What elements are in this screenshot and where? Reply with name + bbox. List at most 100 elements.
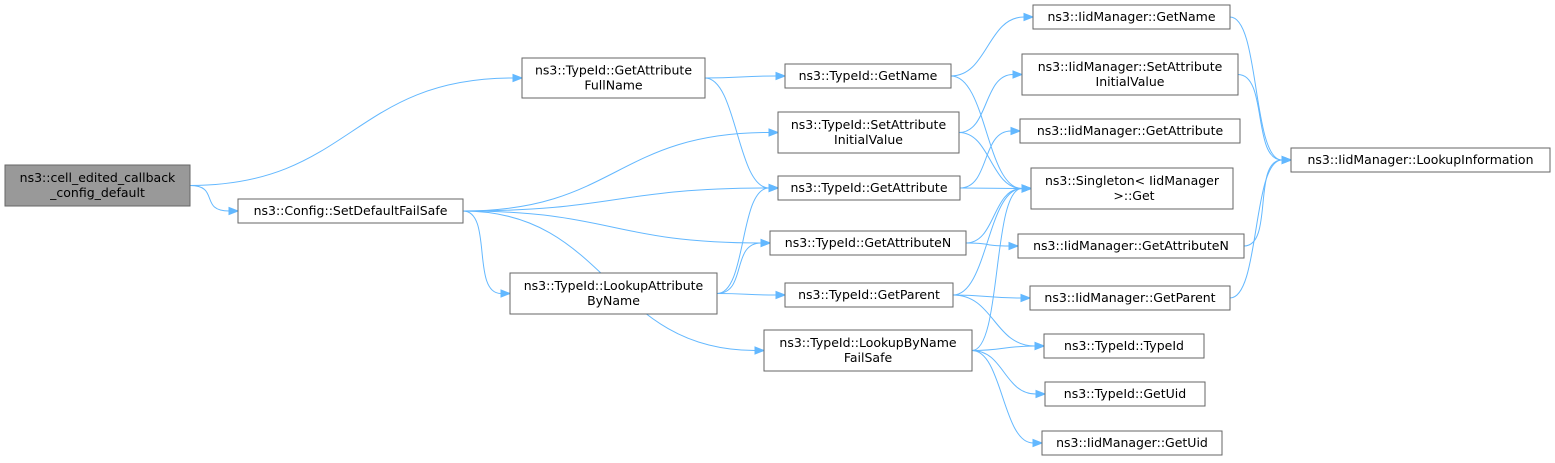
node-box-getname[interactable] <box>784 63 952 89</box>
arrowhead-lookupattr-to-getattrn <box>760 238 772 248</box>
node-box-iid_getattrn[interactable] <box>1017 233 1245 259</box>
edge-iid_getname-to-iid_lookupinfo <box>1229 16 1283 161</box>
edge-lookupbyname-to-getuid <box>971 350 1037 395</box>
node-setdefault[interactable]: ns3::Config::SetDefaultFailSafe <box>237 198 464 224</box>
node-box-getattrn[interactable] <box>769 230 967 256</box>
node-label-iid_getattr: ns3::IidManager::GetAttribute <box>1037 123 1224 138</box>
nodes-layer: ns3::cell_edited_callback_config_default… <box>4 4 1551 456</box>
arrowhead-getattr-to-iid_getattr <box>1010 126 1022 136</box>
edge-getattr-to-singleton_get <box>959 187 1023 189</box>
arrowhead-getname-to-iid_getname <box>1023 12 1035 22</box>
node-box-getparent[interactable] <box>784 282 954 308</box>
node-box-iid_lookupinfo[interactable] <box>1290 147 1551 173</box>
node-label-getattrfull: FullName <box>584 78 643 93</box>
node-box-root[interactable] <box>4 164 191 207</box>
node-box-getattrfull[interactable] <box>521 57 706 99</box>
node-iid_getattr[interactable]: ns3::IidManager::GetAttribute <box>1019 118 1241 144</box>
node-label-getattrn: ns3::TypeId::GetAttributeN <box>785 235 951 250</box>
node-label-lookupbyname: FailSafe <box>844 350 893 365</box>
arrowhead-setdefault-to-lookupbyname <box>754 346 766 355</box>
edge-getattr-to-iid_getattr <box>959 130 1012 189</box>
node-iid_setattrinit[interactable]: ns3::IidManager::SetAttributeInitialValu… <box>1021 53 1239 96</box>
node-getparent[interactable]: ns3::TypeId::GetParent <box>784 282 954 308</box>
node-label-setattrinit: InitialValue <box>834 132 903 147</box>
node-box-setdefault[interactable] <box>237 198 464 224</box>
edges-layer <box>189 12 1293 448</box>
node-getattrn[interactable]: ns3::TypeId::GetAttributeN <box>769 230 967 256</box>
node-label-root: ns3::cell_edited_callback <box>20 170 176 185</box>
node-getattr[interactable]: ns3::TypeId::GetAttribute <box>777 175 961 201</box>
edge-lookupbyname-to-typeid_ctor <box>971 345 1036 351</box>
arrowhead-setdefault-to-setattrinit <box>768 128 780 137</box>
edge-setdefault-to-lookupattr <box>462 210 502 294</box>
edge-root-to-getattrfull <box>189 77 514 186</box>
arrowhead-lookupbyname-to-iid_getuid <box>1032 438 1044 448</box>
node-box-lookupbyname[interactable] <box>763 329 973 372</box>
node-label-iid_getattrn: ns3::IidManager::GetAttributeN <box>1033 238 1229 253</box>
node-box-getuid[interactable] <box>1044 381 1206 407</box>
edge-lookupattr-to-getattr <box>716 187 770 294</box>
node-box-getattr[interactable] <box>777 175 961 201</box>
node-label-setdefault: ns3::Config::SetDefaultFailSafe <box>254 203 448 218</box>
arrowhead-getparent-to-iid_getparent <box>1020 293 1032 303</box>
node-label-setattrinit: ns3::TypeId::SetAttribute <box>791 117 947 132</box>
edge-lookupbyname-to-singleton_get <box>971 188 1023 351</box>
node-iid_getattrn[interactable]: ns3::IidManager::GetAttributeN <box>1017 233 1245 259</box>
node-root[interactable]: ns3::cell_edited_callback_config_default <box>4 164 191 207</box>
node-label-iid_lookupinfo: ns3::IidManager::LookupInformation <box>1307 152 1533 167</box>
edge-getattrn-to-singleton_get <box>965 188 1023 244</box>
node-box-typeid_ctor[interactable] <box>1043 333 1205 359</box>
arrowhead-lookupattr-to-getparent <box>775 290 787 300</box>
node-singleton_get[interactable]: ns3::Singleton< IidManager >::Get <box>1030 167 1234 210</box>
node-label-lookupattr: ByName <box>587 293 640 308</box>
node-box-iid_getname[interactable] <box>1032 4 1231 30</box>
node-iid_lookupinfo[interactable]: ns3::IidManager::LookupInformation <box>1290 147 1551 173</box>
node-iid_getparent[interactable]: ns3::IidManager::GetParent <box>1029 285 1231 311</box>
edge-getname-to-singleton_get <box>950 75 1023 189</box>
arrowhead-getattrfull-to-getname <box>775 71 787 81</box>
node-box-lookupattr[interactable] <box>509 272 718 315</box>
node-iid_getname[interactable]: ns3::IidManager::GetName <box>1032 4 1231 30</box>
node-getuid[interactable]: ns3::TypeId::GetUid <box>1044 381 1206 407</box>
node-box-iid_getattr[interactable] <box>1019 118 1241 144</box>
node-box-iid_getuid[interactable] <box>1041 430 1223 456</box>
node-label-root: _config_default <box>49 185 145 200</box>
arrowhead-lookupbyname-to-singleton_get <box>1021 184 1033 193</box>
node-label-typeid_ctor: ns3::TypeId::TypeId <box>1064 338 1184 353</box>
node-box-iid_setattrinit[interactable] <box>1021 53 1239 96</box>
node-label-getname: ns3::TypeId::GetName <box>799 68 938 83</box>
edge-getattrfull-to-getname <box>704 75 777 79</box>
edge-setattrinit-to-singleton_get <box>958 132 1023 189</box>
node-label-iid_getuid: ns3::IidManager::GetUid <box>1056 435 1208 450</box>
arrowhead-iid_getparent-to-iid_lookupinfo <box>1281 155 1293 165</box>
node-label-iid_getparent: ns3::IidManager::GetParent <box>1044 290 1215 305</box>
edge-setdefault-to-getattrn <box>462 210 762 244</box>
edge-getparent-to-typeid_ctor <box>952 294 1036 347</box>
node-box-iid_getparent[interactable] <box>1029 285 1231 311</box>
edge-lookupattr-to-getparent <box>716 293 777 296</box>
edge-root-to-setdefault <box>189 185 230 212</box>
node-label-singleton_get: >::Get <box>1109 188 1154 203</box>
node-label-lookupattr: ns3::TypeId::LookupAttribute <box>524 278 704 293</box>
node-box-singleton_get[interactable] <box>1030 167 1234 210</box>
node-getname[interactable]: ns3::TypeId::GetName <box>784 63 952 89</box>
edge-setdefault-to-setattrinit <box>462 132 770 212</box>
edge-getattrfull-to-getattr <box>704 77 770 189</box>
edge-iid_setattrinit-to-iid_lookupinfo <box>1237 74 1283 161</box>
edge-iid_getparent-to-iid_lookupinfo <box>1229 159 1283 299</box>
node-label-lookupbyname: ns3::TypeId::LookupByName <box>779 335 956 350</box>
node-iid_getuid[interactable]: ns3::IidManager::GetUid <box>1041 430 1223 456</box>
arrowhead-lookupbyname-to-typeid_ctor <box>1034 341 1046 351</box>
node-label-getattrfull: ns3::TypeId::GetAttribute <box>535 63 692 78</box>
edge-getparent-to-singleton_get <box>952 188 1023 296</box>
edge-setattrinit-to-iid_setattrinit <box>958 74 1014 133</box>
node-box-setattrinit[interactable] <box>777 111 960 154</box>
node-typeid_ctor[interactable]: ns3::TypeId::TypeId <box>1043 333 1205 359</box>
arrowhead-root-to-setdefault <box>228 206 240 216</box>
edge-getname-to-iid_getname <box>950 16 1025 77</box>
